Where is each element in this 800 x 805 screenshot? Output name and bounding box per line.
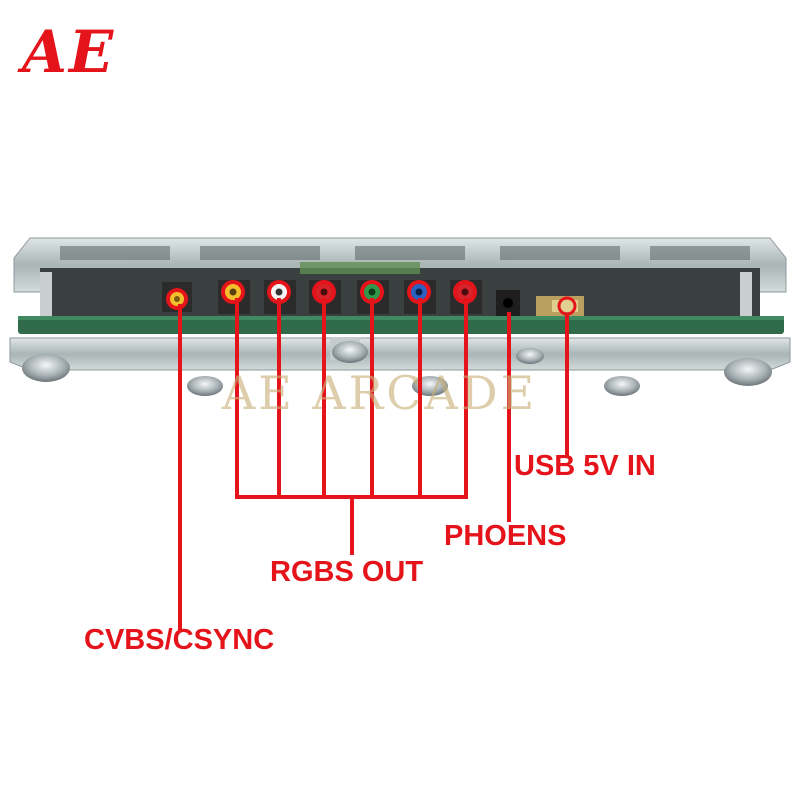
rca-jack-b bbox=[309, 280, 341, 314]
foot bbox=[604, 376, 640, 396]
rca-jack-s bbox=[357, 280, 389, 314]
rca-jack-r bbox=[218, 280, 250, 314]
rca-jack-5 bbox=[404, 280, 436, 314]
foot bbox=[724, 358, 772, 386]
foot bbox=[332, 341, 368, 363]
standoff-left bbox=[40, 272, 52, 322]
acrylic-reflections bbox=[60, 246, 750, 260]
watermark-text: AE ARCADE bbox=[222, 366, 538, 420]
foot bbox=[187, 376, 223, 396]
pcb-board bbox=[18, 316, 784, 334]
rgbs-label: RGBS OUT bbox=[270, 556, 424, 588]
rubber-feet bbox=[22, 341, 772, 396]
inner-cavity bbox=[40, 268, 760, 320]
rca-jacks bbox=[162, 280, 482, 314]
usb-port bbox=[536, 296, 584, 316]
foot bbox=[516, 348, 544, 364]
phones-jack bbox=[496, 290, 520, 316]
rca-jack-g bbox=[264, 280, 296, 314]
standoff-right bbox=[740, 272, 752, 322]
phones-label: PHOENS bbox=[444, 520, 567, 552]
foot bbox=[22, 354, 70, 382]
cvbs-label: CVBS/CSYNC bbox=[84, 624, 275, 656]
callout-lines bbox=[178, 298, 569, 630]
brand-logo: AE bbox=[22, 18, 116, 86]
usb-label: USB 5V IN bbox=[514, 450, 656, 482]
rca-jack-cvbs bbox=[162, 282, 192, 312]
